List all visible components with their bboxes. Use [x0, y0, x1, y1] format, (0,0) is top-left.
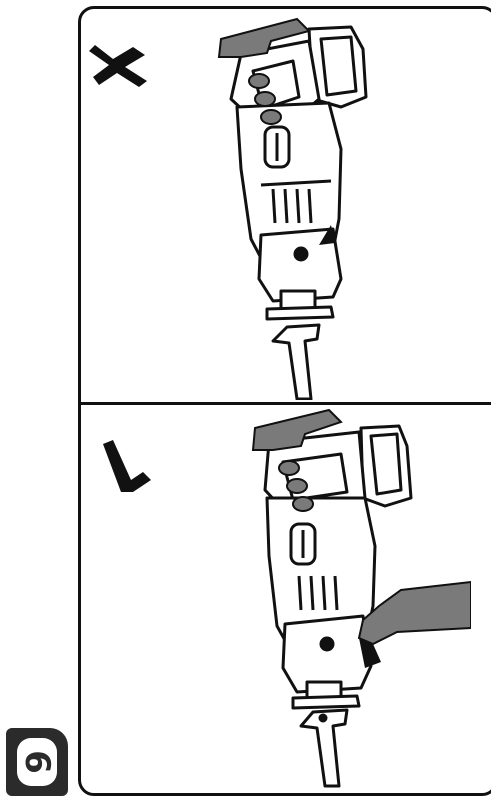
page-number-badge-inner: 6 [17, 738, 57, 786]
panel-divider [78, 402, 491, 405]
panel-incorrect-grip [81, 9, 491, 400]
check-mark-icon [99, 436, 155, 496]
page-number: 6 [20, 750, 54, 774]
panel-correct-grip [81, 406, 491, 793]
saw-two-hand-illustration [231, 406, 471, 793]
saw-one-hand-illustration [201, 9, 401, 400]
page-number-badge: 6 [6, 728, 68, 796]
cross-mark-icon [89, 39, 153, 89]
